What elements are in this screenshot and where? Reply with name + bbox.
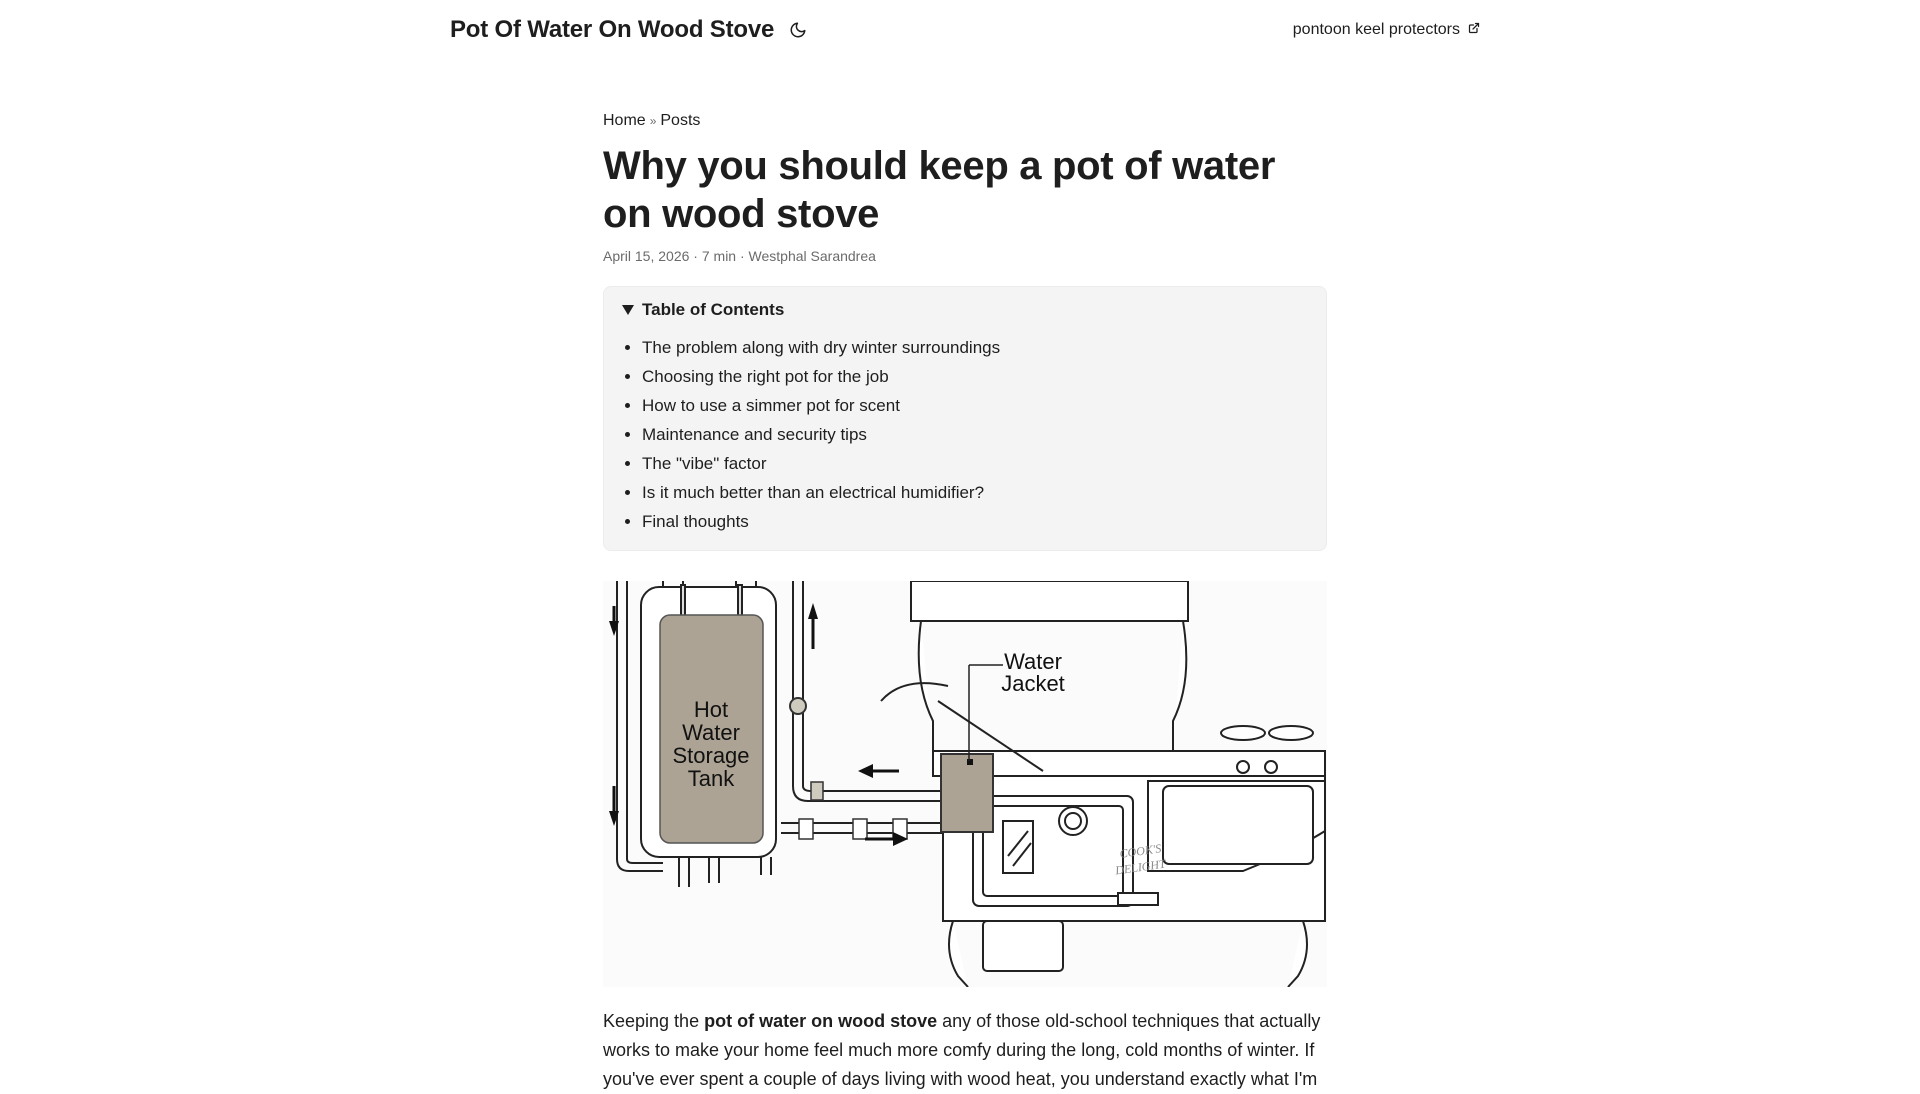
table-of-contents: Table of Contents The problem along with…: [603, 286, 1327, 551]
list-item: Final thoughts: [642, 507, 1308, 536]
toc-title: Table of Contents: [642, 300, 785, 319]
stove-badge-line-1: COOK'S: [1119, 841, 1162, 861]
tank-label-line-3: Storage: [672, 743, 749, 768]
toc-toggle[interactable]: Table of Contents: [622, 299, 1308, 321]
toc-link[interactable]: Maintenance and security tips: [642, 425, 867, 444]
jacket-label-line-2: Jacket: [1001, 671, 1065, 696]
list-item: Is it much better than an electrical hum…: [642, 478, 1308, 507]
toc-link[interactable]: The problem along with dry winter surrou…: [642, 338, 1001, 357]
triangle-down-icon: [622, 305, 634, 315]
site-header: Pot Of Water On Wood Stove pontoon keel …: [450, 0, 1480, 60]
site-title-link[interactable]: Pot Of Water On Wood Stove: [450, 16, 775, 43]
jacket-label-line-1: Water: [1004, 649, 1062, 674]
page-title: Why you should keep a pot of water on wo…: [603, 144, 1276, 236]
list-item: The "vibe" factor: [642, 449, 1308, 478]
breadcrumb-separator: »: [649, 114, 657, 128]
toc-link[interactable]: How to use a simmer pot for scent: [642, 396, 900, 415]
intro-paragraph: Keeping the pot of water on wood stove a…: [603, 1007, 1327, 1094]
moon-icon[interactable]: [788, 20, 808, 40]
list-item: Maintenance and security tips: [642, 420, 1308, 449]
external-link-icon: [1468, 21, 1480, 39]
wood-stove-water-jacket-diagram: Hot Water Storage Tank: [609, 581, 1326, 987]
list-item: The problem along with dry winter surrou…: [642, 333, 1308, 362]
menu-link-label: pontoon keel protectors: [1292, 21, 1460, 38]
post-meta: April 15, 2026 · 7 min · Westphal Sarand…: [603, 248, 1327, 264]
tank-label-line-4: Tank: [688, 766, 735, 791]
toc-link[interactable]: Is it much better than an electrical hum…: [642, 483, 985, 502]
tank-fill: [659, 614, 764, 844]
post-content: Keeping the pot of water on wood stove a…: [603, 1007, 1327, 1094]
post-read-time: 7 min: [701, 248, 737, 264]
toc-link[interactable]: Choosing the right pot for the job: [642, 367, 889, 386]
menu-link-pontoon-keel-protectors[interactable]: pontoon keel protectors: [1293, 21, 1480, 39]
post-author: Westphal Sarandrea: [748, 248, 876, 264]
toc-link[interactable]: The "vibe" factor: [642, 454, 767, 473]
brand: Pot Of Water On Wood Stove: [450, 16, 808, 44]
toc-list: The problem along with dry winter surrou…: [622, 333, 1308, 536]
intro-text: Keeping the: [603, 1011, 705, 1031]
breadcrumb: Home»Posts: [603, 112, 1327, 132]
breadcrumb-home[interactable]: Home: [603, 112, 646, 129]
meta-separator: ·: [739, 248, 745, 264]
breadcrumb-posts[interactable]: Posts: [660, 112, 701, 129]
tank-label-line-2: Water: [682, 720, 740, 745]
cover-image: Hot Water Storage Tank: [603, 581, 1327, 987]
tank-label-line-1: Hot: [694, 697, 728, 722]
post-main: Home»Posts Why you should keep a pot of …: [603, 112, 1327, 1094]
toc-link[interactable]: Final thoughts: [642, 512, 749, 531]
post-date: April 15, 2026: [603, 248, 690, 264]
intro-keyword: pot of water on wood stove: [704, 1011, 938, 1031]
meta-separator: ·: [693, 248, 698, 264]
intro-text-continued: any of those old-school techniques that …: [603, 1011, 1321, 1089]
list-item: Choosing the right pot for the job: [642, 362, 1308, 391]
list-item: How to use a simmer pot for scent: [642, 391, 1308, 420]
